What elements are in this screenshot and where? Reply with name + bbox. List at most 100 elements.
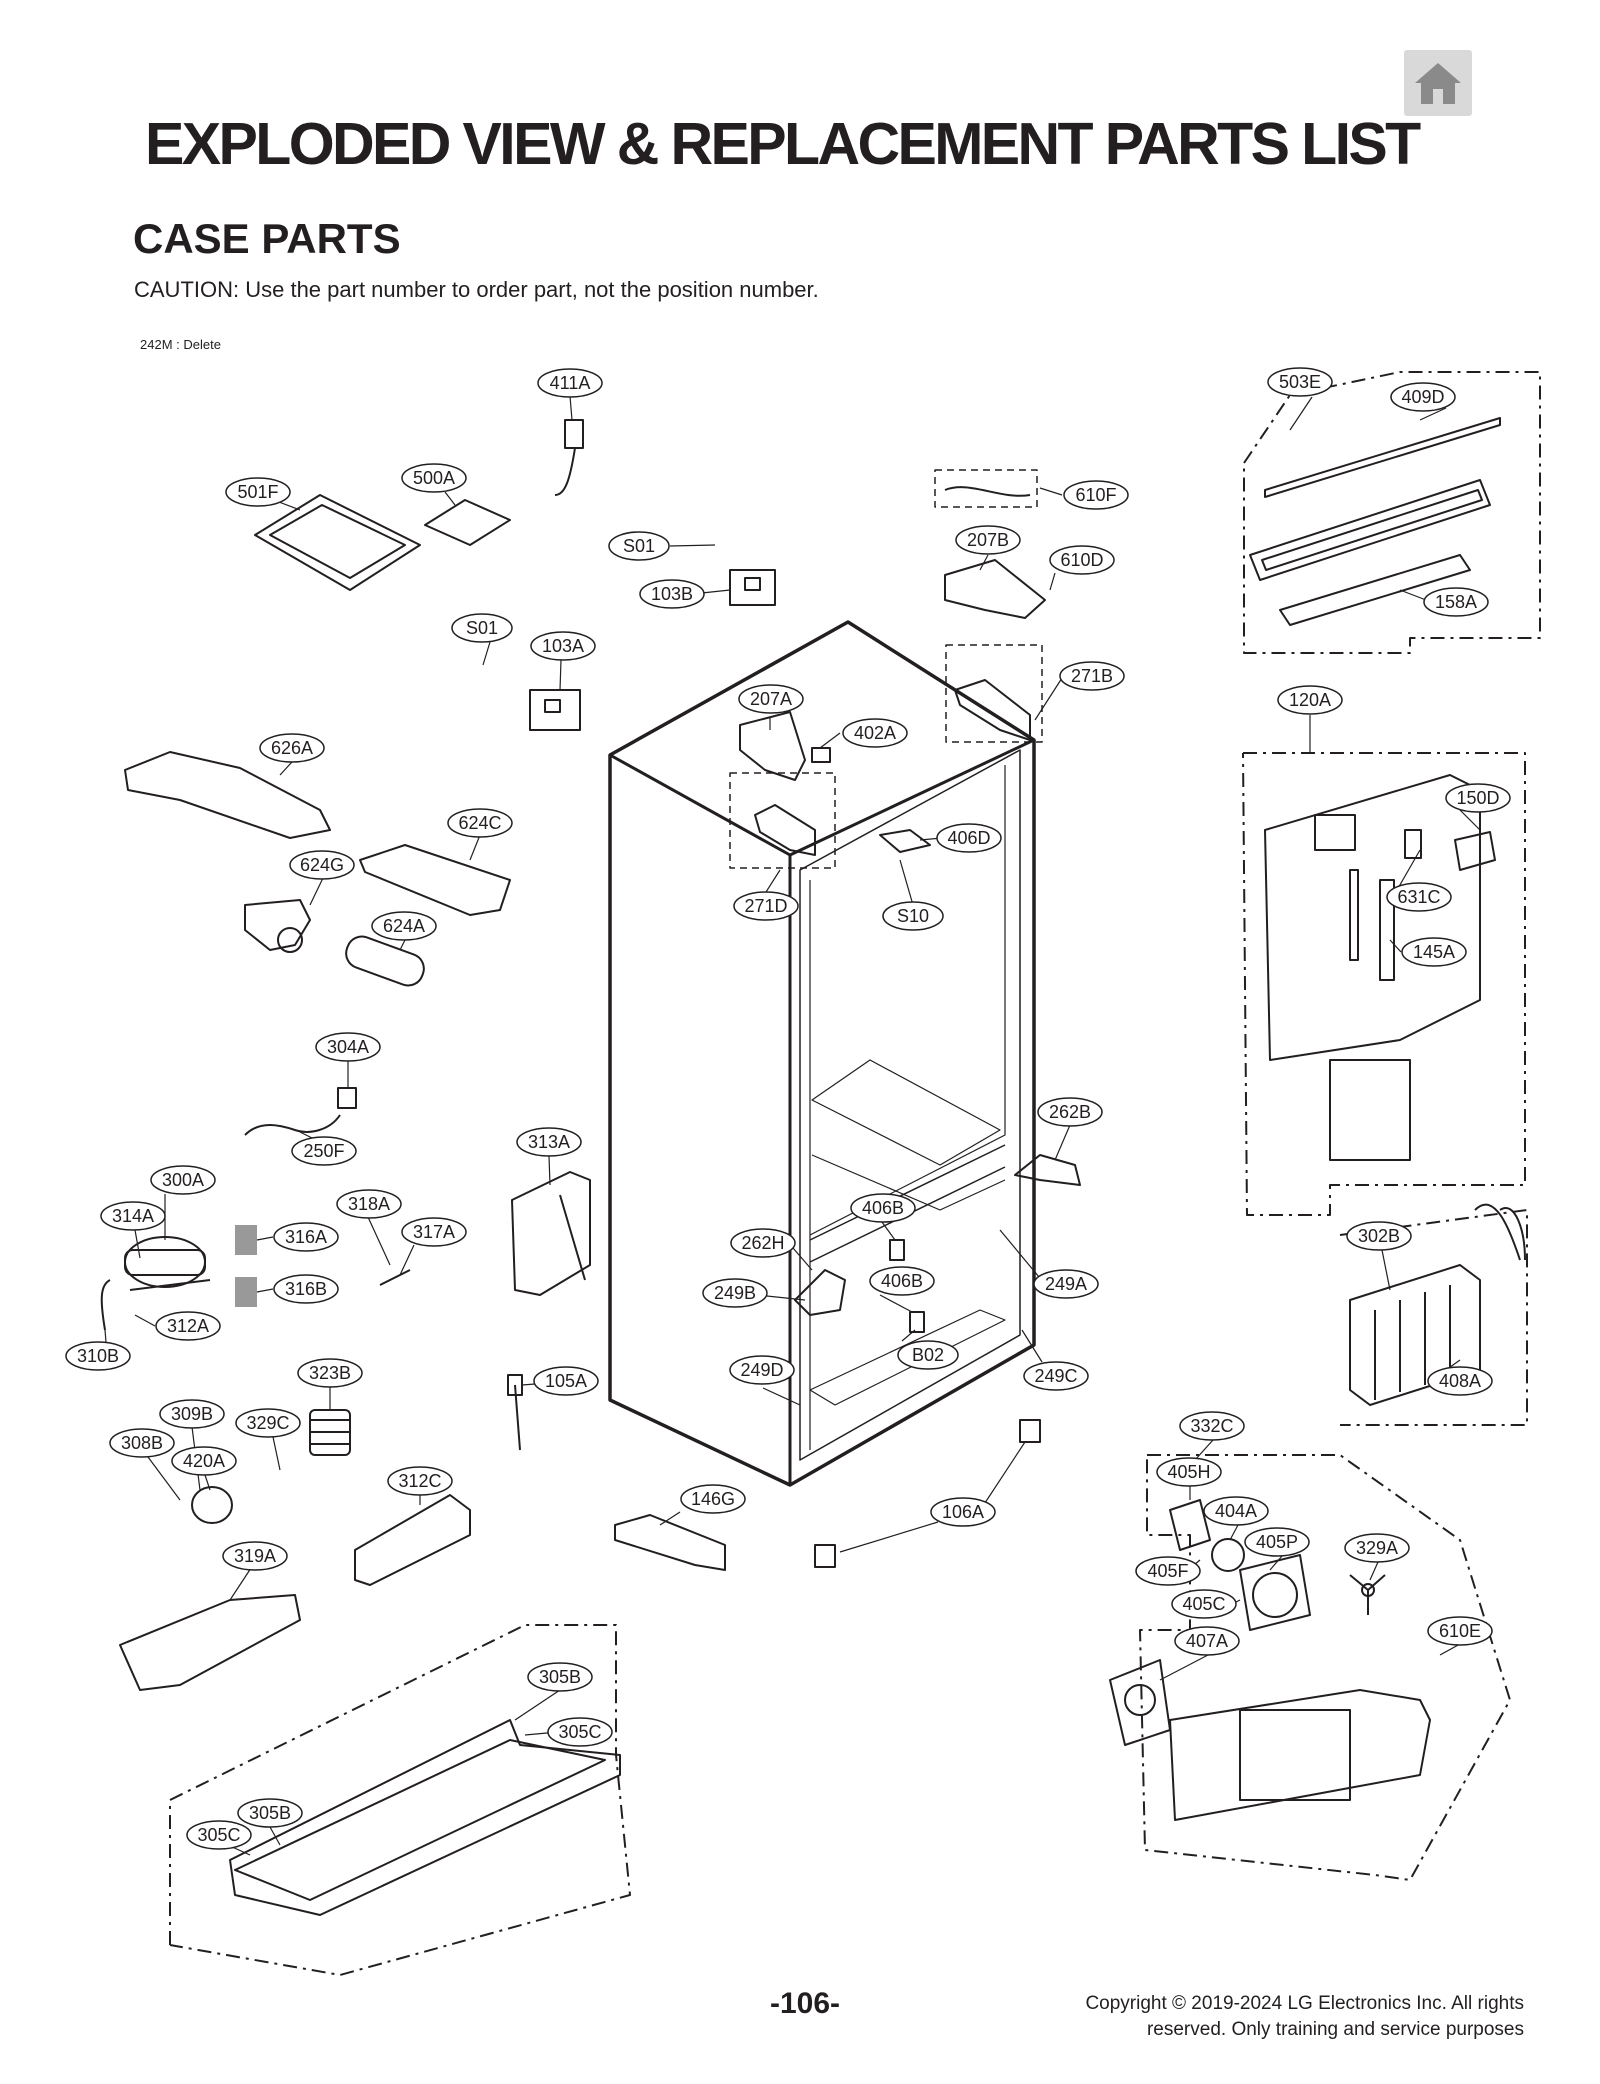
callout-250F: 250F: [291, 1136, 357, 1166]
callout-S01-a: S01: [608, 531, 670, 561]
part-103B: [729, 569, 776, 606]
svg-text:120A: 120A: [1289, 690, 1331, 710]
callout-610F: 610F: [1063, 480, 1129, 510]
callout-103B: 103B: [639, 579, 705, 609]
svg-text:308B: 308B: [121, 1433, 163, 1453]
part-158A-strip: [1279, 554, 1471, 626]
callout-318A: 318A: [336, 1189, 402, 1219]
callout-500A: 500A: [401, 463, 467, 493]
svg-text:249A: 249A: [1045, 1274, 1087, 1294]
svg-text:405C: 405C: [1182, 1594, 1225, 1614]
part-420A-motor: [191, 1486, 233, 1524]
callout-610E: 610E: [1427, 1616, 1493, 1646]
svg-text:631C: 631C: [1397, 887, 1440, 907]
part-313A-cover: [511, 1171, 591, 1296]
callout-262H: 262H: [730, 1228, 796, 1258]
callout-402A: 402A: [842, 718, 908, 748]
callout-312C: 312C: [387, 1466, 453, 1496]
svg-text:304A: 304A: [327, 1037, 369, 1057]
callout-314A: 314A: [100, 1201, 166, 1231]
part-146G-bracket: [614, 1514, 726, 1571]
part-271B-hinge: [954, 679, 1031, 741]
part-262H-hinge: [794, 1269, 846, 1316]
svg-text:S01: S01: [623, 536, 655, 556]
callout-158A: 158A: [1423, 587, 1489, 617]
callout-317A: 317A: [401, 1217, 467, 1247]
delete-note: 242M : Delete: [140, 337, 221, 352]
callout-105A: 105A: [533, 1366, 599, 1396]
svg-text:406B: 406B: [862, 1198, 904, 1218]
callout-310B: 310B: [65, 1341, 131, 1371]
svg-text:262H: 262H: [741, 1233, 784, 1253]
svg-text:420A: 420A: [183, 1451, 225, 1471]
svg-text:407A: 407A: [1186, 1631, 1228, 1651]
svg-text:262B: 262B: [1049, 1102, 1091, 1122]
svg-text:316B: 316B: [285, 1279, 327, 1299]
callout-302B: 302B: [1346, 1221, 1412, 1251]
callout-610D: 610D: [1049, 545, 1115, 575]
part-310B-tube: [100, 1279, 111, 1331]
svg-text:103A: 103A: [542, 636, 584, 656]
svg-text:408A: 408A: [1439, 1371, 1481, 1391]
svg-text:624A: 624A: [383, 916, 425, 936]
svg-text:316A: 316A: [285, 1227, 327, 1247]
svg-text:103B: 103B: [651, 584, 693, 604]
svg-text:405F: 405F: [1147, 1561, 1188, 1581]
refrigerator-cabinet: [608, 620, 1036, 1487]
part-405H: [1169, 1499, 1211, 1551]
section-title: CASE PARTS: [133, 215, 401, 262]
svg-text:626A: 626A: [271, 738, 313, 758]
callout-406B-lower: 406B: [869, 1266, 935, 1296]
callout-624A: 624A: [371, 911, 437, 941]
part-317A: [379, 1269, 411, 1286]
part-405P-shroud: [1239, 1554, 1311, 1631]
callout-626A: 626A: [259, 733, 325, 763]
svg-text:105A: 105A: [545, 1371, 587, 1391]
callout-405P: 405P: [1244, 1527, 1310, 1557]
svg-text:310B: 310B: [77, 1346, 119, 1366]
callout-309B: 309B: [159, 1399, 225, 1429]
callout-305C-right: 305C: [547, 1717, 613, 1747]
part-407A-fan: [1109, 1659, 1171, 1746]
svg-text:249B: 249B: [714, 1283, 756, 1303]
callout-S10: S10: [882, 901, 944, 931]
part-406B-blocks: [889, 1239, 925, 1333]
callout-408A: 408A: [1427, 1366, 1493, 1396]
part-105A-cable: [507, 1374, 523, 1451]
home-button[interactable]: [1404, 50, 1472, 116]
part-250F-wire: [244, 1114, 341, 1136]
svg-text:305B: 305B: [249, 1803, 291, 1823]
callout-405H: 405H: [1156, 1457, 1222, 1487]
svg-text:405P: 405P: [1256, 1532, 1298, 1552]
svg-text:500A: 500A: [413, 468, 455, 488]
svg-text:406B: 406B: [881, 1271, 923, 1291]
svg-text:146G: 146G: [691, 1489, 735, 1509]
callout-207B: 207B: [955, 525, 1021, 555]
callout-405C: 405C: [1171, 1589, 1237, 1619]
part-103A: [529, 689, 581, 731]
callout-249C: 249C: [1023, 1361, 1089, 1391]
copyright-line-2: reserved. Only training and service purp…: [1146, 2019, 1524, 2040]
callout-420A: 420A: [171, 1446, 237, 1476]
svg-text:309B: 309B: [171, 1404, 213, 1424]
svg-text:501F: 501F: [237, 482, 278, 502]
callout-106A: 106A: [930, 1497, 996, 1527]
callout-146G: 146G: [680, 1484, 746, 1514]
callout-313A: 313A: [516, 1127, 582, 1157]
callout-300A: 300A: [150, 1165, 216, 1195]
svg-text:S01: S01: [466, 618, 498, 638]
part-145A: [1349, 869, 1395, 981]
svg-text:207B: 207B: [967, 530, 1009, 550]
callout-271B: 271B: [1059, 661, 1125, 691]
callout-411A: 411A: [537, 368, 603, 398]
svg-text:305C: 305C: [558, 1722, 601, 1742]
svg-text:411A: 411A: [550, 373, 591, 393]
dotted-boxes: [729, 469, 1043, 869]
callout-406D: 406D: [936, 823, 1002, 853]
svg-text:610E: 610E: [1439, 1621, 1481, 1641]
part-624A: [345, 935, 425, 987]
callout-332C: 332C: [1179, 1411, 1245, 1441]
callout-503E: 503E: [1267, 367, 1333, 397]
home-icon: [1415, 63, 1461, 104]
callout-305B-left: 305B: [237, 1798, 303, 1828]
